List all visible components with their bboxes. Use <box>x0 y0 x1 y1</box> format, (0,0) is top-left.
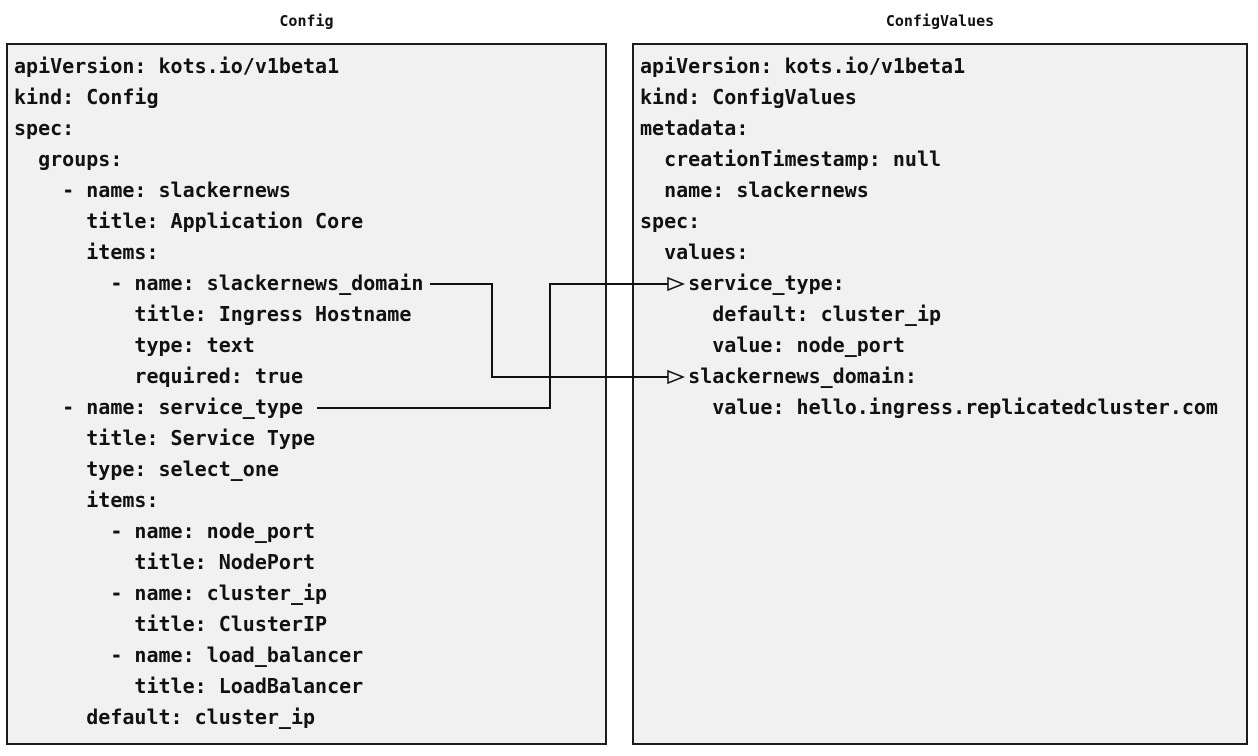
configvalues-yaml-code: apiVersion: kots.io/v1beta1 kind: Config… <box>640 54 1218 419</box>
configvalues-panel-title: ConfigValues <box>885 12 995 30</box>
configvalues-panel: apiVersion: kots.io/v1beta1 kind: Config… <box>632 43 1248 745</box>
config-panel: apiVersion: kots.io/v1beta1 kind: Config… <box>6 43 607 745</box>
config-panel-title: Config <box>279 12 334 30</box>
config-yaml-code: apiVersion: kots.io/v1beta1 kind: Config… <box>14 54 424 729</box>
